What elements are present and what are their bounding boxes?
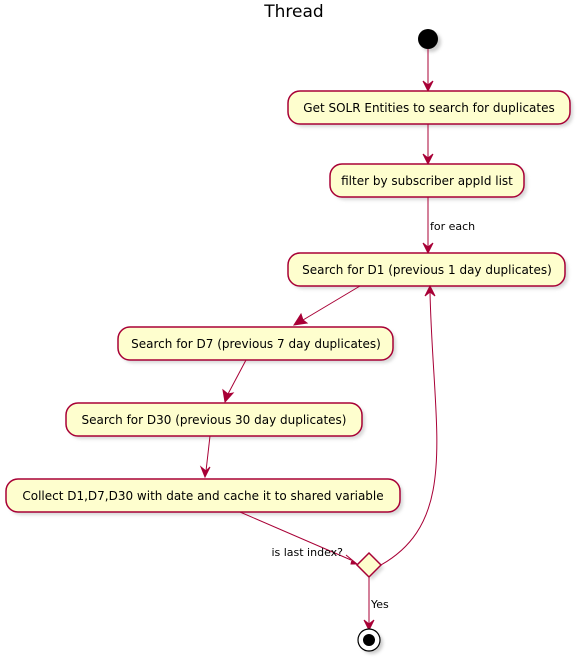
edge-label-yes: Yes xyxy=(370,598,389,611)
node-collect-label: Collect D1,D7,D30 with date and cache it… xyxy=(22,489,383,503)
diagram-title: Thread xyxy=(263,2,323,22)
edge-search-d30-to-collect xyxy=(199,435,211,479)
decision-node: is last index? xyxy=(271,546,384,580)
node-search-d30: Search for D30 (previous 30 day duplicat… xyxy=(65,402,365,439)
node-filter-label: filter by subscriber appId list xyxy=(341,174,513,188)
edge-collect-to-decision xyxy=(239,511,359,565)
edge-loop-back-to-search-d1 xyxy=(380,284,438,566)
edge-filter-to-search-d1: for each xyxy=(422,197,475,255)
node-search-d1: Search for D1 (previous 1 day duplicates… xyxy=(287,252,568,289)
decision-label: is last index? xyxy=(271,546,343,559)
edge-label-for-each: for each xyxy=(430,220,475,233)
end-node xyxy=(357,628,383,654)
edge-search-d1-to-search-d7 xyxy=(292,285,361,326)
node-search-d7: Search for D7 (previous 7 day duplicates… xyxy=(117,326,396,363)
start-node xyxy=(418,29,441,52)
edge-decision-to-end: Yes xyxy=(363,577,389,632)
node-get-entities-label: Get SOLR Entities to search for duplicat… xyxy=(303,101,554,115)
edge-search-d7-to-search-d30 xyxy=(222,359,247,404)
node-search-d7-label: Search for D7 (previous 7 day duplicates… xyxy=(131,337,381,351)
node-search-d1-label: Search for D1 (previous 1 day duplicates… xyxy=(302,263,552,277)
node-filter: filter by subscriber appId list xyxy=(329,163,527,200)
node-search-d30-label: Search for D30 (previous 30 day duplicat… xyxy=(82,413,347,427)
edge-start-to-get-entities xyxy=(422,49,434,93)
node-collect: Collect D1,D7,D30 with date and cache it… xyxy=(5,478,403,515)
node-get-entities: Get SOLR Entities to search for duplicat… xyxy=(287,90,573,127)
edge-get-entities-to-filter xyxy=(422,124,434,166)
